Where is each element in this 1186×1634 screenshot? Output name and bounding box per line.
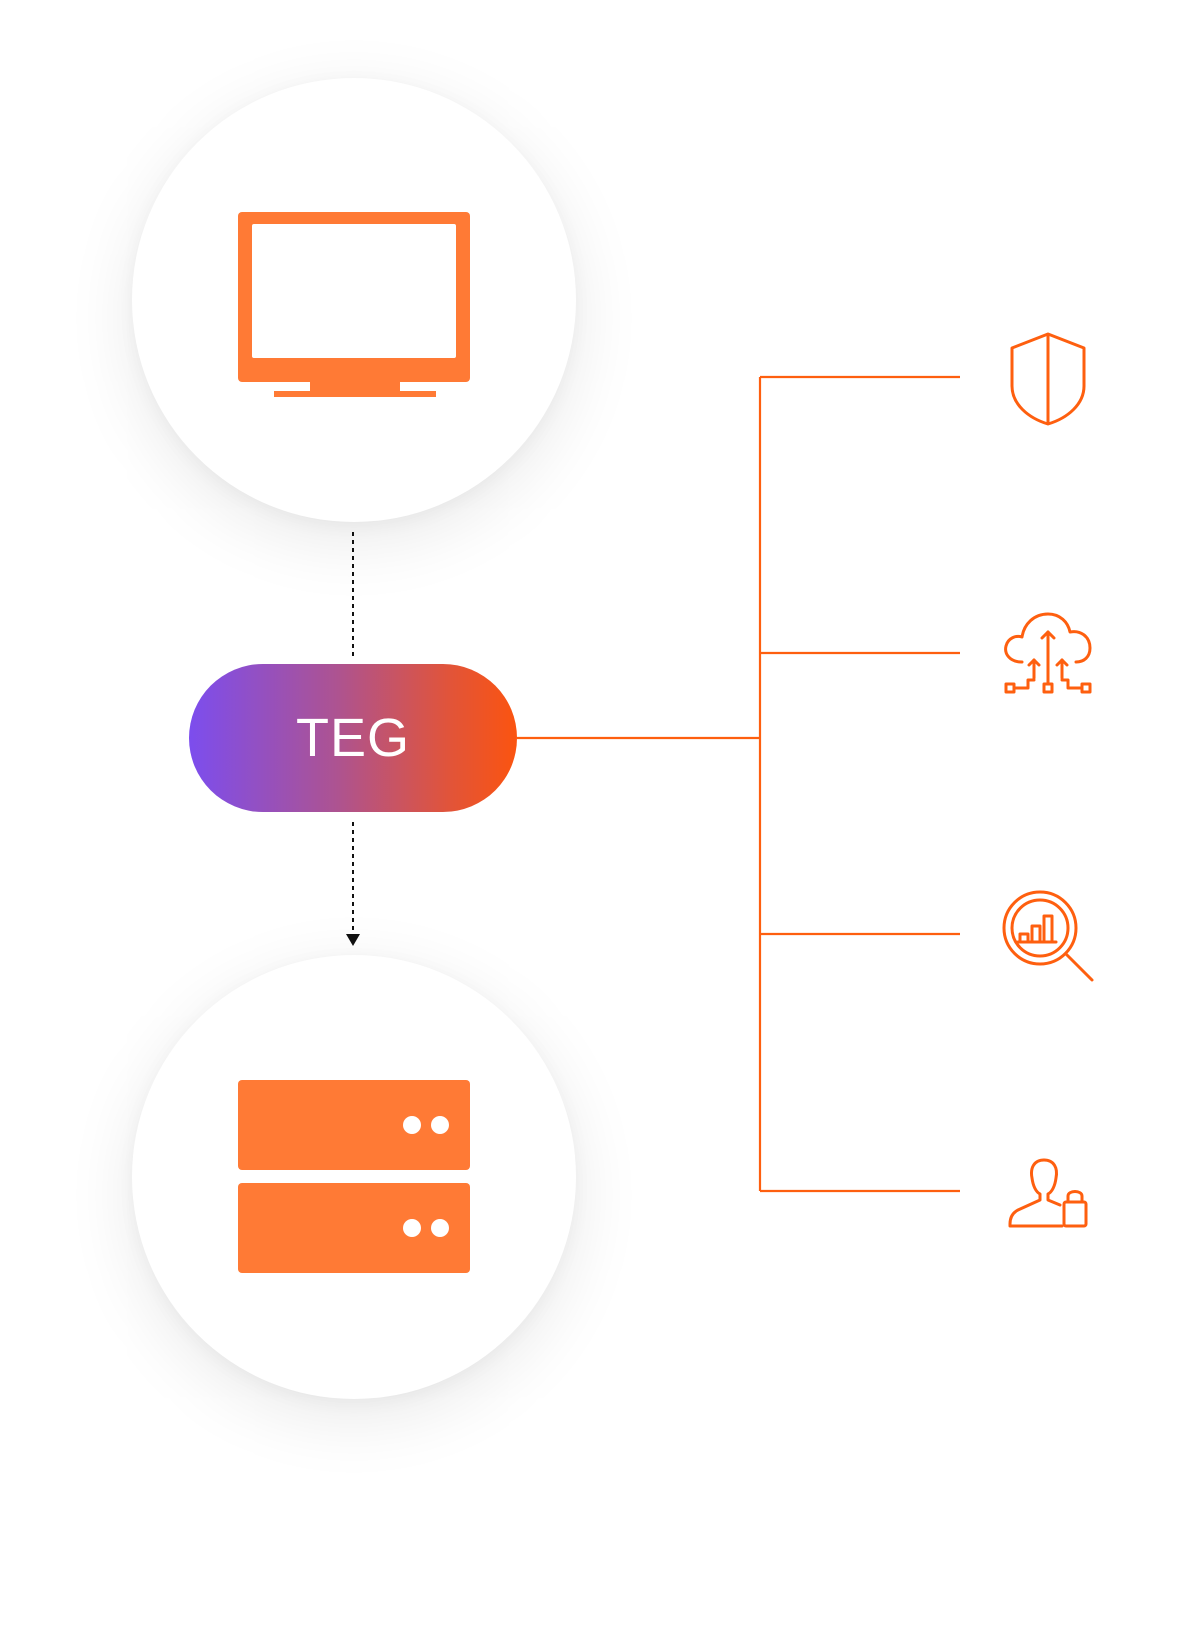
feature-branch-tree <box>517 375 960 1193</box>
cloud-upload-network-icon <box>998 608 1098 700</box>
flow-arrowhead <box>346 934 360 946</box>
gateway-node: TEG <box>189 664 517 812</box>
server-rack-icon <box>238 1080 472 1274</box>
monitor-icon <box>238 212 472 400</box>
analytics-search-icon <box>1000 888 1098 984</box>
shield-icon <box>1000 330 1096 430</box>
gateway-label: TEG <box>295 708 410 768</box>
user-lock-icon <box>1004 1156 1096 1232</box>
server-node <box>132 955 576 1399</box>
